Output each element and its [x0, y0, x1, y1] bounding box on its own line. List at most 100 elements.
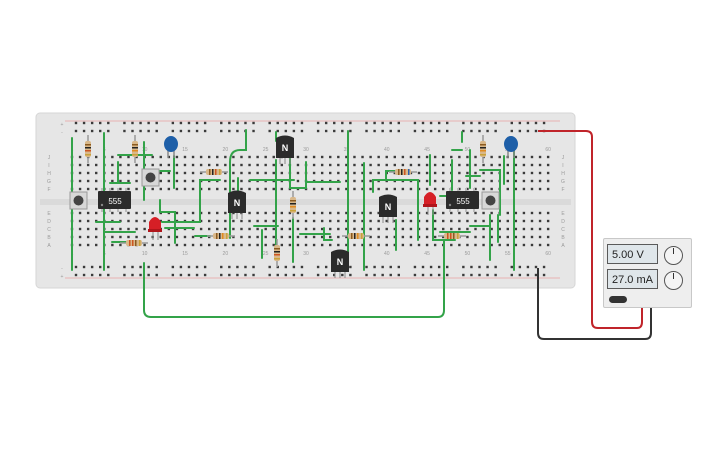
breadboard-hole[interactable] [78, 243, 82, 247]
breadboard-hole[interactable] [425, 171, 429, 175]
breadboard-hole[interactable] [107, 265, 110, 269]
breadboard-hole[interactable] [381, 273, 384, 277]
breadboard-hole[interactable] [272, 155, 275, 159]
breadboard-hole[interactable] [312, 235, 316, 239]
breadboard-hole[interactable] [127, 171, 130, 175]
breadboard-hole[interactable] [135, 227, 138, 231]
breadboard-hole[interactable] [530, 235, 534, 239]
breadboard-hole[interactable] [175, 187, 179, 191]
breadboard-hole[interactable] [236, 129, 239, 133]
breadboard-hole[interactable] [458, 243, 461, 247]
breadboard-hole[interactable] [490, 235, 493, 239]
breadboard-hole[interactable] [127, 187, 130, 191]
breadboard-hole[interactable] [191, 179, 195, 183]
breadboard-hole[interactable] [506, 171, 509, 175]
breadboard-hole[interactable] [458, 163, 461, 167]
breadboard-hole[interactable] [256, 243, 259, 247]
breadboard-hole[interactable] [401, 227, 405, 231]
breadboard-hole[interactable] [252, 273, 255, 277]
breadboard-hole[interactable] [337, 235, 340, 239]
breadboard-hole[interactable] [111, 235, 114, 239]
breadboard-hole[interactable] [183, 187, 187, 191]
breadboard-hole[interactable] [538, 163, 542, 167]
breadboard-hole[interactable] [349, 121, 352, 125]
breadboard-hole[interactable] [546, 243, 550, 247]
breadboard-hole[interactable] [292, 273, 296, 277]
breadboard-hole[interactable] [183, 171, 187, 175]
breadboard-hole[interactable] [474, 187, 477, 191]
breadboard-hole[interactable] [345, 187, 348, 191]
breadboard-hole[interactable] [216, 243, 219, 247]
breadboard-hole[interactable] [514, 187, 518, 191]
breadboard-hole[interactable] [417, 179, 421, 183]
breadboard-hole[interactable] [510, 265, 513, 269]
breadboard-hole[interactable] [207, 163, 211, 167]
breadboard-hole[interactable] [393, 227, 396, 231]
breadboard-hole[interactable] [123, 129, 126, 133]
breadboard-hole[interactable] [369, 211, 372, 215]
breadboard-hole[interactable] [119, 171, 122, 175]
breadboard-hole[interactable] [341, 273, 344, 277]
pushbutton[interactable] [481, 191, 500, 210]
breadboard-hole[interactable] [312, 163, 316, 167]
breadboard-hole[interactable] [365, 121, 368, 125]
breadboard-hole[interactable] [143, 235, 146, 239]
breadboard-hole[interactable] [171, 265, 175, 269]
breadboard-hole[interactable] [470, 121, 473, 125]
breadboard-hole[interactable] [429, 121, 433, 125]
breadboard-hole[interactable] [216, 163, 219, 167]
breadboard-hole[interactable] [284, 273, 288, 277]
breadboard-hole[interactable] [345, 171, 348, 175]
breadboard-hole[interactable] [159, 179, 162, 183]
breadboard-hole[interactable] [123, 273, 126, 277]
breadboard-hole[interactable] [385, 227, 388, 231]
breadboard-hole[interactable] [409, 211, 413, 215]
breadboard-hole[interactable] [506, 179, 509, 183]
breadboard-hole[interactable] [433, 235, 437, 239]
breadboard-hole[interactable] [86, 171, 90, 175]
breadboard-hole[interactable] [232, 187, 235, 191]
breadboard-hole[interactable] [526, 273, 530, 277]
breadboard-hole[interactable] [458, 187, 461, 191]
breadboard-hole[interactable] [345, 219, 348, 223]
breadboard-hole[interactable] [183, 243, 187, 247]
voltage-knob[interactable] [664, 246, 683, 265]
breadboard-hole[interactable] [530, 243, 534, 247]
breadboard-hole[interactable] [216, 155, 219, 159]
breadboard-hole[interactable] [478, 121, 481, 125]
breadboard-hole[interactable] [506, 243, 509, 247]
breadboard-hole[interactable] [127, 219, 130, 223]
breadboard-hole[interactable] [542, 121, 546, 125]
breadboard-hole[interactable] [256, 211, 259, 215]
breadboard-hole[interactable] [490, 211, 493, 215]
breadboard-hole[interactable] [264, 235, 267, 239]
breadboard-hole[interactable] [143, 243, 146, 247]
breadboard-hole[interactable] [458, 155, 461, 159]
breadboard-hole[interactable] [296, 235, 300, 239]
breadboard-hole[interactable] [207, 187, 211, 191]
breadboard-hole[interactable] [207, 211, 211, 215]
breadboard-hole[interactable] [183, 211, 187, 215]
breadboard-hole[interactable] [296, 219, 300, 223]
breadboard-hole[interactable] [522, 243, 526, 247]
breadboard-hole[interactable] [216, 227, 219, 231]
breadboard-hole[interactable] [248, 187, 251, 191]
breadboard-hole[interactable] [409, 227, 413, 231]
breadboard-hole[interactable] [151, 243, 154, 247]
breadboard-hole[interactable] [324, 265, 328, 269]
breadboard-hole[interactable] [191, 211, 195, 215]
breadboard-hole[interactable] [514, 179, 518, 183]
breadboard-hole[interactable] [119, 243, 122, 247]
breadboard-hole[interactable] [437, 121, 441, 125]
breadboard-hole[interactable] [151, 187, 154, 191]
breadboard-hole[interactable] [175, 163, 179, 167]
breadboard-hole[interactable] [119, 235, 122, 239]
breadboard-hole[interactable] [421, 121, 425, 125]
breadboard-hole[interactable] [224, 179, 227, 183]
breadboard-hole[interactable] [119, 187, 122, 191]
breadboard-hole[interactable] [135, 219, 138, 223]
breadboard-hole[interactable] [280, 163, 284, 167]
breadboard-hole[interactable] [518, 273, 522, 277]
breadboard-hole[interactable] [240, 179, 243, 183]
